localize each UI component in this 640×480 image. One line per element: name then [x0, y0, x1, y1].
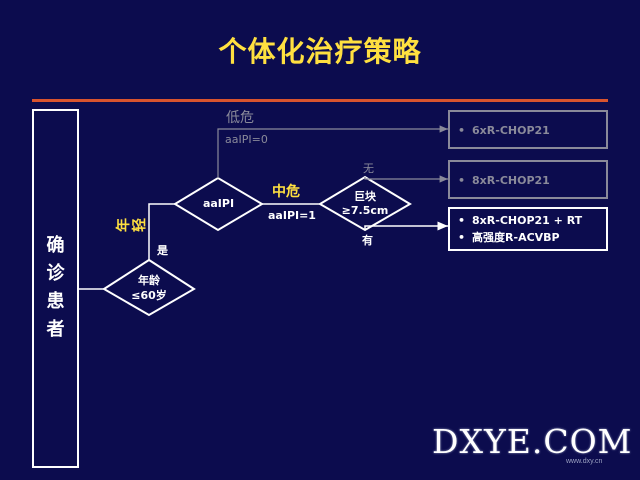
low-risk-condition: aaIPI=0: [225, 133, 268, 146]
mid-risk-label: 中危: [272, 184, 300, 200]
patient-char-4: 者: [46, 319, 65, 340]
no-bulk-label: 无: [363, 162, 374, 175]
option-box-mid-bulk: 8xR-CHOP21 + RT 高强度R-ACVBP: [448, 207, 608, 251]
mid-risk-condition: aaIPI=1: [268, 209, 316, 222]
option-box-low-risk: 6xR-CHOP21: [448, 110, 608, 149]
patient-char-2: 诊: [46, 263, 65, 284]
title-divider: [32, 99, 608, 102]
watermark-url: www.dxy.cn: [566, 458, 603, 465]
low-risk-connector: [217, 125, 448, 178]
no-bulk-connector: [364, 175, 448, 183]
option-mid-bulk-item-2: 高强度R-ACVBP: [450, 229, 606, 246]
bulk-node-line2: ≥7.5cm: [341, 204, 389, 217]
young-label: 年轻: [116, 218, 148, 232]
bulk-node-line1: 巨块: [354, 190, 376, 203]
age-node-line2: ≤60岁: [131, 289, 167, 302]
low-risk-label: 低危: [226, 110, 254, 126]
watermark-brand: DXYE.COM: [432, 422, 633, 461]
slide-title: 个体化治疗策略: [218, 35, 422, 68]
patient-char-3: 患: [46, 291, 65, 312]
age-decision-diamond: [102, 258, 196, 317]
option-mid-no-bulk-item: 8xR-CHOP21: [450, 172, 606, 189]
option-box-mid-no-bulk: 8xR-CHOP21: [448, 160, 608, 199]
age-to-aaipi-connector: [148, 203, 175, 260]
bulk-decision-diamond: [318, 175, 412, 232]
option-mid-bulk-item-1: 8xR-CHOP21 + RT: [450, 212, 606, 229]
patient-char-1: 确: [46, 235, 65, 256]
bulk-yes-connector: [364, 221, 448, 231]
age-node-line1: 年龄: [138, 274, 160, 287]
aaipi-node-label: aaIPI: [202, 197, 235, 210]
has-bulk-label: 有: [362, 234, 373, 247]
yes-label: 是: [157, 244, 168, 257]
option-low-item: 6xR-CHOP21: [450, 122, 606, 139]
